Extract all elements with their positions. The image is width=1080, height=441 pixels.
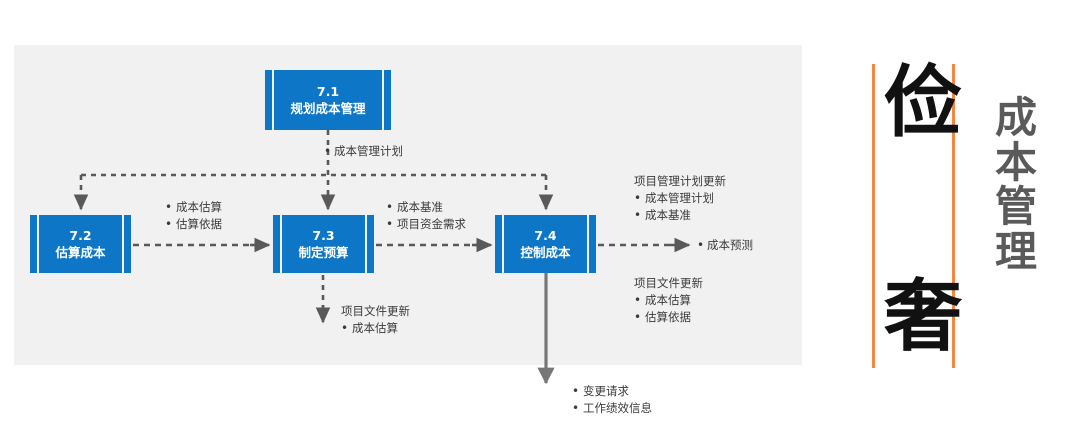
- box-edge-right: [124, 215, 131, 273]
- note-estimate-outputs: 成本估算 估算依据: [165, 199, 222, 234]
- note-heading: 项目文件更新: [341, 304, 410, 318]
- note-item: 估算依据: [165, 216, 222, 233]
- note-project-doc-updates-right: 项目文件更新 成本估算 估算依据: [634, 275, 703, 326]
- vertical-title-char: 理: [994, 226, 1037, 276]
- note-item: 成本预测: [697, 237, 753, 254]
- box-label-group: 7.2 估算成本: [45, 228, 115, 260]
- box-number: 7.1: [316, 83, 340, 99]
- note-item: 成本管理计划: [324, 143, 403, 160]
- process-box-7-4[interactable]: 7.4 控制成本: [495, 215, 596, 273]
- vertical-title: 成 本 管 理: [986, 93, 1046, 276]
- box-edge-right: [367, 215, 374, 273]
- note-pm-plan-updates: 项目管理计划更新 成本管理计划 成本基准: [634, 173, 726, 224]
- vertical-title-char: 成: [994, 93, 1037, 142]
- note-item: 变更请求: [572, 383, 652, 400]
- note-project-doc-updates-bottom: 项目文件更新 成本估算: [341, 303, 410, 337]
- box-name: 规划成本管理: [290, 100, 366, 116]
- box-label-group: 7.1 规划成本管理: [280, 84, 375, 116]
- note-cost-forecast: 成本预测: [697, 237, 753, 254]
- note-item: 估算依据: [634, 309, 703, 326]
- box-label-group: 7.3 制定预算: [288, 228, 358, 260]
- accent-rule-right: [952, 64, 955, 368]
- box-name: 控制成本: [520, 244, 571, 260]
- box-edge-left: [495, 215, 502, 273]
- box-edge-left: [30, 215, 37, 273]
- box-name: 估算成本: [55, 244, 106, 260]
- box-gap-left: [37, 215, 39, 273]
- process-box-7-2[interactable]: 7.2 估算成本: [30, 215, 131, 273]
- box-name: 制定预算: [298, 244, 349, 260]
- box-edge-left: [273, 215, 280, 273]
- box-gap-right: [122, 215, 124, 273]
- box-gap-right: [365, 215, 367, 273]
- note-heading: 项目文件更新: [634, 276, 703, 290]
- box-number: 7.2: [69, 227, 92, 243]
- box-edge-right: [589, 215, 596, 273]
- note-item: 项目资金需求: [386, 216, 466, 233]
- box-edge-left: [265, 70, 272, 130]
- process-box-7-1[interactable]: 7.1 规划成本管理: [265, 70, 391, 130]
- note-item: 成本基准: [634, 207, 726, 224]
- note-item: 成本管理计划: [634, 190, 726, 207]
- vertical-title-char: 管: [994, 182, 1037, 232]
- note-item: 成本估算: [341, 320, 410, 337]
- accent-rule-left: [872, 64, 875, 368]
- note-item: 成本基准: [386, 199, 466, 216]
- glyph-she: 奢: [884, 272, 963, 362]
- note-item: 成本估算: [165, 199, 222, 216]
- glyph-jian: 俭: [884, 58, 963, 148]
- box-gap-right: [587, 215, 589, 273]
- note-item: 工作绩效信息: [572, 400, 652, 417]
- process-box-7-3[interactable]: 7.3 制定预算: [273, 215, 374, 273]
- note-budget-outputs: 成本基准 项目资金需求: [386, 199, 466, 234]
- box-gap-left: [272, 70, 274, 130]
- vertical-title-char: 本: [994, 137, 1037, 187]
- connector-bus-horizontal: [79, 173, 548, 203]
- box-edge-right: [384, 70, 391, 130]
- box-gap-right: [382, 70, 384, 130]
- box-number: 7.3: [312, 227, 335, 243]
- note-cost-management-plan: 成本管理计划: [324, 143, 403, 160]
- note-change-and-performance: 变更请求 工作绩效信息: [572, 383, 652, 418]
- note-heading: 项目管理计划更新: [634, 174, 726, 188]
- box-number: 7.4: [534, 227, 557, 243]
- box-gap-left: [502, 215, 504, 273]
- box-gap-left: [280, 215, 282, 273]
- box-label-group: 7.4 控制成本: [510, 228, 580, 260]
- note-item: 成本估算: [634, 292, 703, 309]
